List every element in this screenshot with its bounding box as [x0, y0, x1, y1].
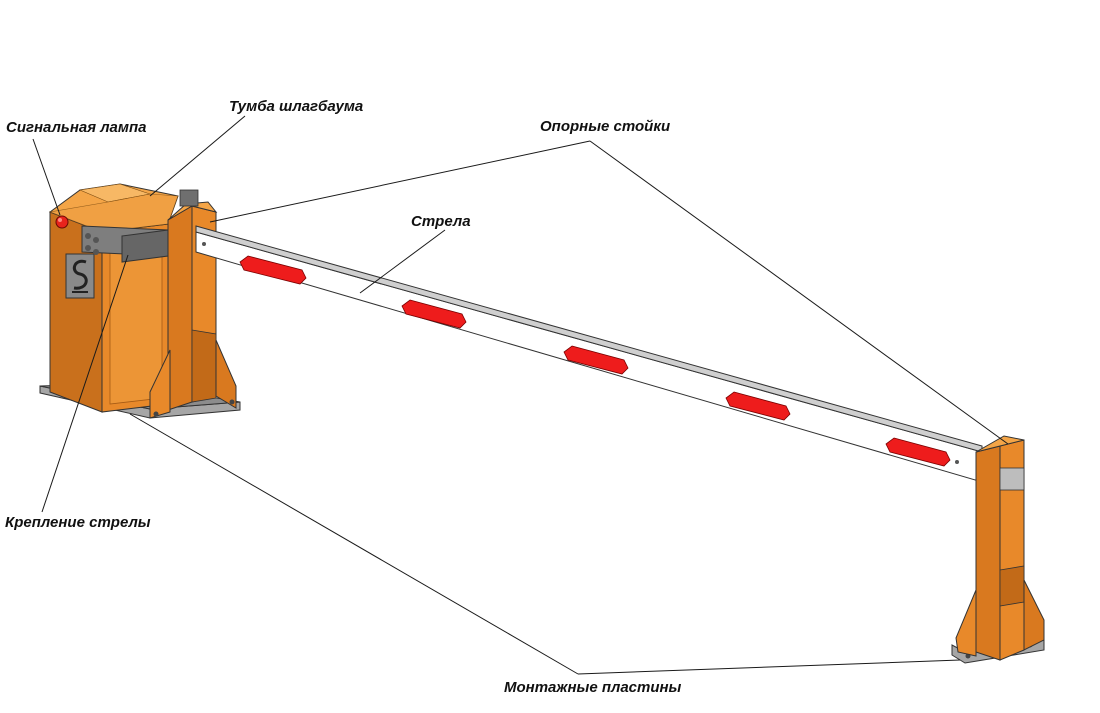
label-signal-lamp: Сигнальная лампа: [6, 119, 147, 136]
leader-cabinet: [149, 115, 246, 197]
leader-support-left: [209, 140, 591, 223]
label-boom: Стрела: [411, 213, 471, 230]
leader-lines: [32, 115, 1009, 675]
reflector-4: [725, 391, 791, 421]
reflector-3: [563, 345, 629, 375]
label-cabinet: Тумба шлагбаума: [229, 98, 364, 115]
reflector-5: [885, 437, 951, 467]
leader-signal-lamp: [32, 138, 61, 216]
label-support-posts: Опорные стойки: [540, 118, 671, 135]
support-post-far: [955, 435, 1045, 661]
reflector-1: [239, 255, 307, 285]
leader-plate-main: [129, 413, 579, 675]
reflector-2: [401, 299, 467, 329]
leader-support-far: [589, 140, 1009, 445]
leader-boom: [359, 229, 446, 294]
signal-lamp: [55, 215, 69, 229]
label-mounting-plates: Монтажные пластины: [504, 679, 682, 696]
barrier-cabinet: [48, 183, 179, 413]
boom-reflectors: [239, 255, 951, 467]
leader-plate-far: [577, 659, 961, 675]
leader-boom-mount: [41, 254, 129, 513]
label-boom-mount: Крепление стрелы: [5, 514, 151, 531]
